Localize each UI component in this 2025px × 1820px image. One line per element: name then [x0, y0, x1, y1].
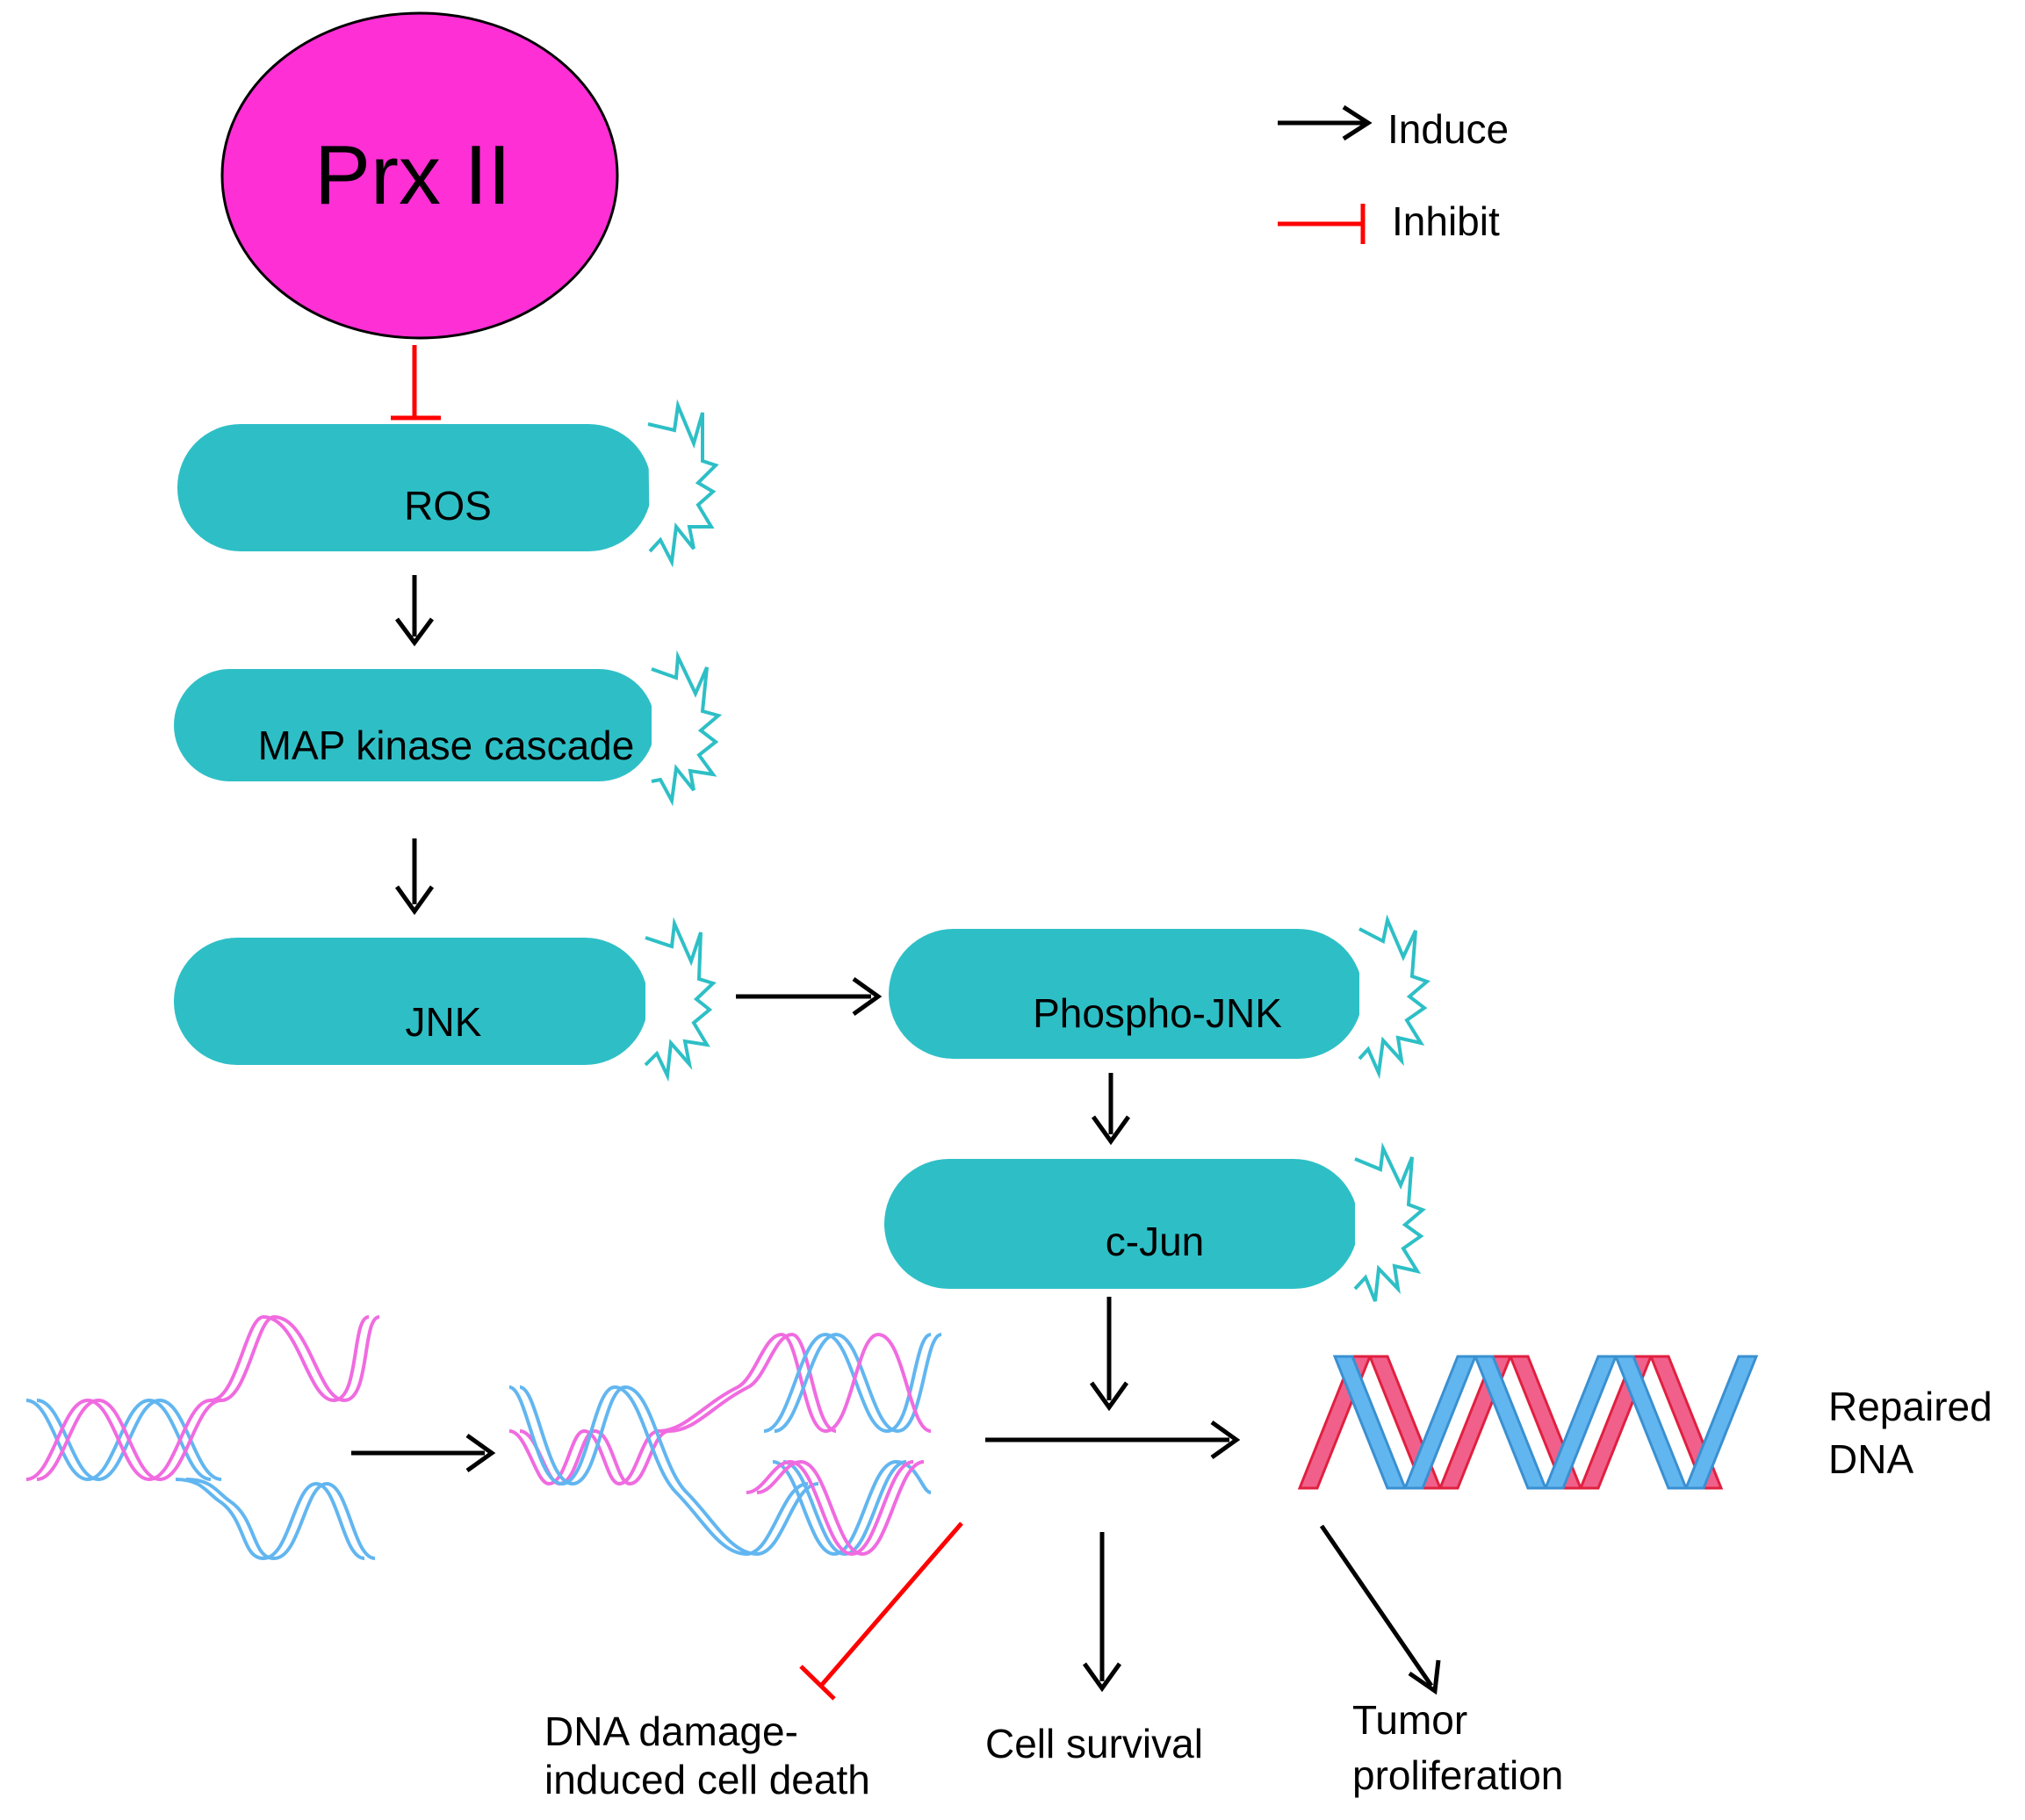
map-kinase-node: MAP kinase cascade: [174, 650, 723, 807]
jnk-capsule: [174, 938, 648, 1065]
damaged-dna-1-duplex: [25, 1398, 222, 1482]
ros-node: ROS: [177, 399, 719, 568]
damaged-dna-1-broken-ends: [175, 1314, 380, 1561]
cell-survival-label: Cell survival: [985, 1721, 1203, 1766]
repaired-dna-label-line1: Repaired: [1828, 1384, 1993, 1429]
inhibit-death-line: [819, 1521, 963, 1687]
dna-pink-upper: [210, 1314, 370, 1403]
dna-strand-pink: [756, 1459, 925, 1557]
c-jun-node: c-Jun: [884, 1141, 1426, 1302]
arrowhead-cell-survival: [1082, 1662, 1122, 1693]
arrowhead-jnk-to-pjnk: [852, 976, 883, 1017]
arrowhead-map-to-jnk: [394, 885, 435, 916]
ros-label: ROS: [404, 483, 492, 529]
pjnk-capsule: [889, 929, 1363, 1059]
dna-strand-pink: [25, 1398, 212, 1482]
pjnk-burst: [1358, 914, 1430, 1080]
legend-induce-label: Induce: [1387, 106, 1509, 152]
dna-strand-pink: [36, 1398, 222, 1482]
inhibit-cell-death: [799, 1521, 963, 1701]
damaged-dna-1: [25, 1314, 380, 1561]
prx-ii-ellipse: [220, 11, 619, 340]
repaired-dna: [1297, 1355, 1759, 1490]
dna-strand-blue: [519, 1385, 819, 1557]
prx-ii-node: Prx II: [220, 11, 619, 340]
dna-strand-pink: [746, 1459, 914, 1557]
cjun-burst: [1353, 1141, 1426, 1302]
prx-inhibits-ros: [391, 345, 441, 421]
repaired-dna-blue: [1332, 1355, 1759, 1490]
arrowhead-cjun-down: [1089, 1381, 1129, 1412]
arrowhead-to-repaired-dna: [1210, 1420, 1241, 1460]
jnk-node: JNK: [174, 917, 717, 1083]
legend-induce-arrowhead: [1342, 104, 1373, 141]
dna-pink-upper: [220, 1314, 380, 1403]
jnk-burst: [644, 917, 717, 1083]
arrow-tumor-proliferation: [1319, 1524, 1434, 1687]
cell-death-label-line1: DNA damage-: [544, 1708, 798, 1754]
map-capsule: [174, 669, 655, 781]
dna-blue-lower: [185, 1478, 376, 1561]
map-burst: [651, 650, 723, 807]
tumor-label-line2: proliferation: [1352, 1752, 1563, 1798]
jnk-label: JNK: [406, 999, 482, 1045]
legend-inhibit-label: Inhibit: [1392, 198, 1500, 244]
arrowhead-tumor-proliferation: [1408, 1659, 1441, 1695]
dna-strand-pink: [825, 1332, 932, 1433]
dna-strand-blue: [772, 1459, 932, 1557]
repaired-dna-label-line2: DNA: [1828, 1436, 1913, 1482]
repaired-dna-red: [1297, 1355, 1724, 1490]
legend: Induce Inhibit: [1278, 104, 1509, 244]
damaged-dna-2: [508, 1332, 942, 1557]
inhibit-death-bar: [799, 1665, 836, 1701]
cjun-label: c-Jun: [1106, 1219, 1204, 1264]
tumor-label-line1: Tumor: [1352, 1697, 1467, 1743]
arrowhead-ros-to-map: [394, 617, 435, 647]
arrowhead-pjnk-to-cjun: [1091, 1115, 1131, 1146]
pjnk-label: Phospho-JNK: [1033, 990, 1282, 1036]
dna-blue-lower: [175, 1478, 365, 1561]
map-label: MAP kinase cascade: [258, 723, 635, 768]
cell-death-label-line2: induced cell death: [544, 1757, 870, 1802]
prx-ii-label: Prx II: [314, 128, 511, 222]
dna-strand-pink: [519, 1332, 837, 1486]
dna-strand-blue: [782, 1460, 907, 1557]
cjun-capsule: [884, 1159, 1358, 1289]
arrowhead-dna-1-to-2: [465, 1433, 496, 1473]
ros-burst: [647, 399, 719, 568]
ros-capsule: [177, 424, 652, 551]
dna-strand-pink: [508, 1332, 826, 1486]
dna-strand-blue: [774, 1332, 942, 1434]
phospho-jnk-node: Phospho-JNK: [889, 914, 1430, 1080]
dna-strand-blue: [508, 1385, 809, 1557]
